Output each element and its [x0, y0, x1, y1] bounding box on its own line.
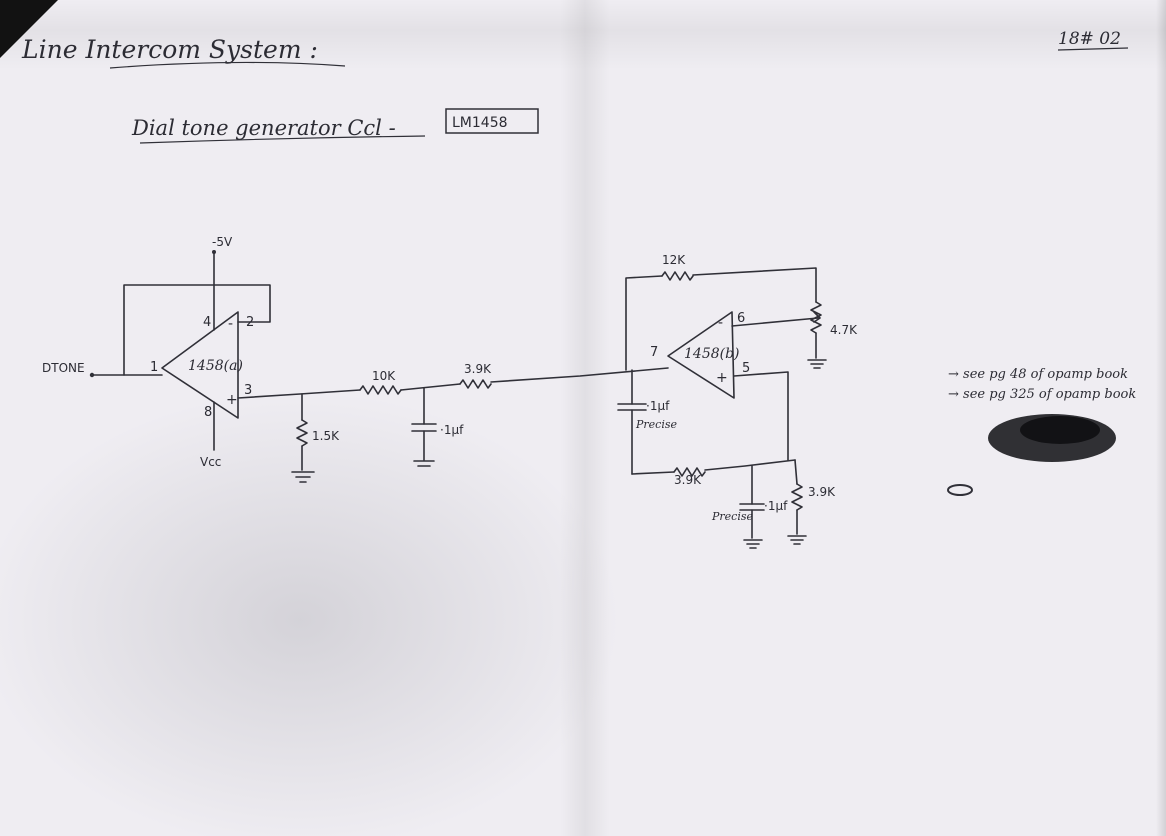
chip-label: LM1458	[452, 115, 508, 131]
resistor-10k: 10K	[359, 369, 402, 395]
r6-zigzag	[673, 467, 706, 477]
paper-edge-shadow	[1156, 0, 1166, 836]
r5-value: 4.7K	[830, 323, 858, 337]
opamp-b-plus: +	[716, 370, 728, 386]
resistor-12k-feedback: 12K	[625, 253, 817, 371]
opamp-b-minus: -	[718, 315, 723, 331]
note-2: → see pg 325 of opamp book	[948, 387, 1136, 402]
opamp-a-feedback-wire	[123, 284, 271, 376]
opamp-a-pin1: 1	[150, 360, 158, 375]
supply-bottom-label: Vcc	[200, 455, 221, 469]
wire-to-opamp-b	[490, 367, 669, 383]
page-reference: 18# 02	[1058, 29, 1121, 49]
c1-value: ·1µf	[440, 423, 464, 437]
resistor-3.9k-right: 3.9K	[787, 459, 836, 545]
bottom-wire-left	[631, 471, 675, 475]
input-terminal	[89, 372, 95, 378]
ink-scribble	[947, 414, 1116, 496]
r1-value: 1.5K	[312, 429, 340, 443]
ink-mark	[947, 484, 973, 496]
opamp-a-triangle	[161, 311, 239, 419]
fb-wire-right	[692, 267, 817, 303]
page-ref-underline	[1057, 47, 1129, 51]
ground-icon	[291, 471, 315, 483]
r1-zigzag	[296, 419, 308, 447]
r7-lead-top	[794, 459, 798, 485]
r6-value: 3.9K	[674, 473, 702, 487]
supply-node-top	[212, 250, 216, 254]
ground-icon	[413, 460, 435, 467]
opamp-b-pin7: 7	[650, 345, 658, 360]
supply-top-label: -5V	[212, 235, 233, 249]
title-underline	[109, 61, 346, 69]
r2-zigzag	[359, 385, 402, 395]
capacitor-precise-2: ·1µf Precise	[711, 465, 788, 549]
opamp-a-pin4: 4	[203, 315, 211, 330]
opamp-b: 1458(b) - + 7 6 5	[650, 311, 750, 399]
subtitle: Dial tone generator Ccl -	[131, 116, 396, 140]
potentiometer-4.7k: 4.7K	[731, 301, 858, 369]
r3-value: 3.9K	[464, 362, 492, 376]
ground-icon	[807, 359, 827, 369]
ground-icon	[743, 539, 763, 549]
c2-note: Precise	[635, 418, 677, 431]
opamp-a-name: 1458(a)	[188, 358, 243, 374]
pin5-wire	[733, 371, 789, 461]
wire-mid-1	[400, 383, 461, 391]
r3-zigzag	[459, 379, 492, 389]
opamp-b-triangle	[667, 311, 735, 399]
c3-value: ·1µf	[764, 499, 788, 513]
opamp-a-plus: +	[226, 392, 238, 408]
resistor-1.5k: 1.5K	[291, 393, 340, 483]
opamp-b-pin6: 6	[737, 311, 745, 326]
opamp-b-pin5: 5	[742, 361, 750, 376]
chip-box	[445, 108, 539, 134]
ground-icon	[787, 535, 807, 545]
scribble-core	[1020, 416, 1100, 444]
opamp-a: 1458(a) - + -5V 4 2 DTONE 1 8 Vcc 3	[42, 235, 271, 469]
input-label: DTONE	[42, 361, 85, 375]
opamp-a-pin2: 2	[246, 315, 254, 330]
bottom-wire-right	[704, 459, 796, 471]
note-1: → see pg 48 of opamp book	[948, 367, 1128, 382]
fb-wire-left	[625, 275, 663, 371]
opamp-b-name: 1458(b)	[684, 346, 740, 362]
c3-note: Precise	[711, 510, 753, 523]
c2-value: ·1µf	[646, 399, 670, 413]
pot-wiper-arrow	[813, 311, 821, 323]
resistor-3.9k-series: 3.9K	[459, 362, 492, 389]
r2-value: 10K	[372, 369, 396, 383]
r4-value: 12K	[662, 253, 686, 267]
opamp-a-minus: -	[228, 316, 233, 332]
r7-zigzag	[791, 483, 803, 511]
r7-value: 3.9K	[808, 485, 836, 499]
output-wire-a	[237, 389, 361, 399]
capacitor-filter: ·1µf	[411, 387, 464, 467]
r4-zigzag	[661, 271, 694, 281]
opamp-a-pin8: 8	[204, 405, 212, 420]
resistor-3.9k-bottom: 3.9K	[631, 459, 796, 487]
folded-corner	[0, 0, 58, 58]
subtitle-underline	[139, 135, 426, 144]
opamp-a-pin3: 3	[244, 383, 252, 398]
capacitor-precise-1: ·1µf Precise	[617, 369, 677, 475]
page-title: Line Intercom System :	[21, 35, 318, 64]
pot-wiper-wire	[731, 317, 819, 327]
